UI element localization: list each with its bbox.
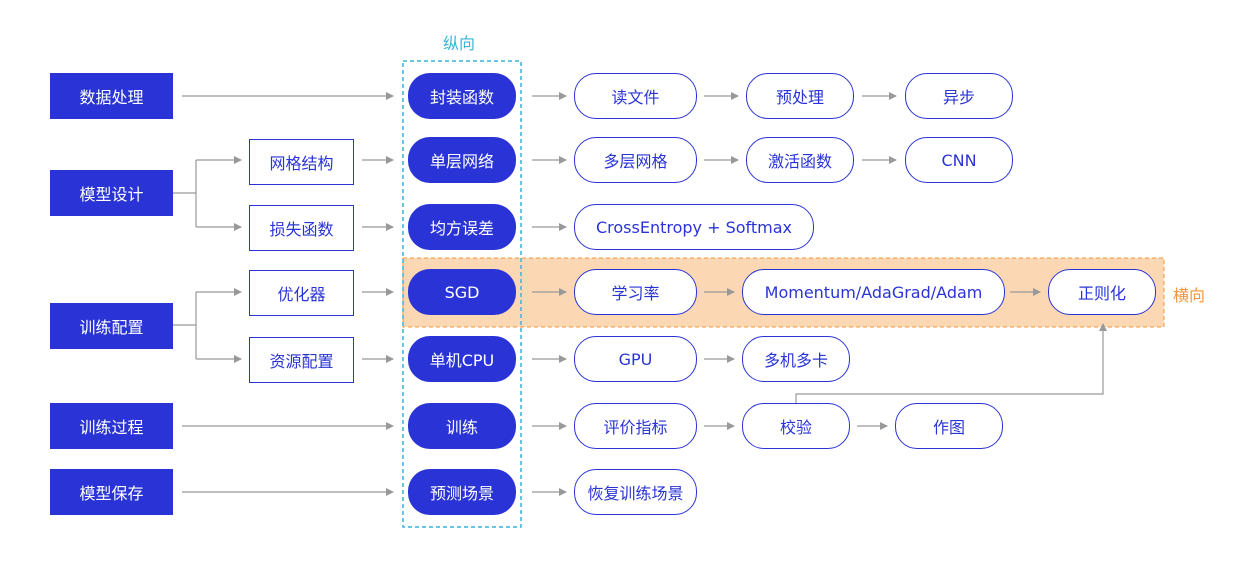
step-momentum-adagrad-adam: Momentum/AdaGrad/Adam [742, 269, 1005, 315]
category-training-config: 训练配置 [50, 303, 173, 349]
sub-item-loss-function: 损失函数 [249, 205, 354, 251]
step-validation: 校验 [742, 403, 850, 449]
core-item-sgd: SGD [408, 269, 516, 315]
category-model-design: 模型设计 [50, 170, 173, 216]
step-cnn: CNN [905, 137, 1013, 183]
horizontal-label: 横向 [1173, 286, 1206, 305]
core-item-single-layer-network: 单层网络 [408, 137, 516, 183]
step-evaluation-metrics: 评价指标 [574, 403, 697, 449]
step-plotting: 作图 [895, 403, 1003, 449]
check-to-regularization-connector [795, 323, 1107, 403]
step-gpu: GPU [574, 336, 697, 382]
sub-item-optimizer: 优化器 [249, 270, 354, 316]
core-item-training: 训练 [408, 403, 516, 449]
vertical-frame [402, 60, 522, 528]
core-item-single-cpu: 单机CPU [408, 336, 516, 382]
step-regularization: 正则化 [1048, 269, 1156, 315]
step-preprocess: 预处理 [746, 73, 854, 119]
core-item-wrap-function: 封装函数 [408, 73, 516, 119]
step-multi-layer-network: 多层网格 [574, 137, 697, 183]
step-read-file: 读文件 [574, 73, 697, 119]
sub-item-resource-config: 资源配置 [249, 337, 354, 383]
category-model-save: 模型保存 [50, 469, 173, 515]
category-training-process: 训练过程 [50, 403, 173, 449]
core-item-prediction-scenario: 预测场景 [408, 469, 516, 515]
sub-item-network-structure: 网格结构 [249, 139, 354, 185]
step-activation-function: 激活函数 [746, 137, 854, 183]
category-data-processing: 数据处理 [50, 73, 173, 119]
step-multi-machine-multi-card: 多机多卡 [742, 336, 850, 382]
branch-connector [173, 160, 197, 227]
step-async: 异步 [905, 73, 1013, 119]
step-learning-rate: 学习率 [574, 269, 697, 315]
branch-connector [173, 292, 197, 359]
vertical-label: 纵向 [443, 34, 476, 53]
step-resume-training-scenario: 恢复训练场景 [574, 469, 697, 515]
core-item-mse: 均方误差 [408, 204, 516, 250]
step-crossentropy-softmax: CrossEntropy + Softmax [574, 204, 814, 250]
